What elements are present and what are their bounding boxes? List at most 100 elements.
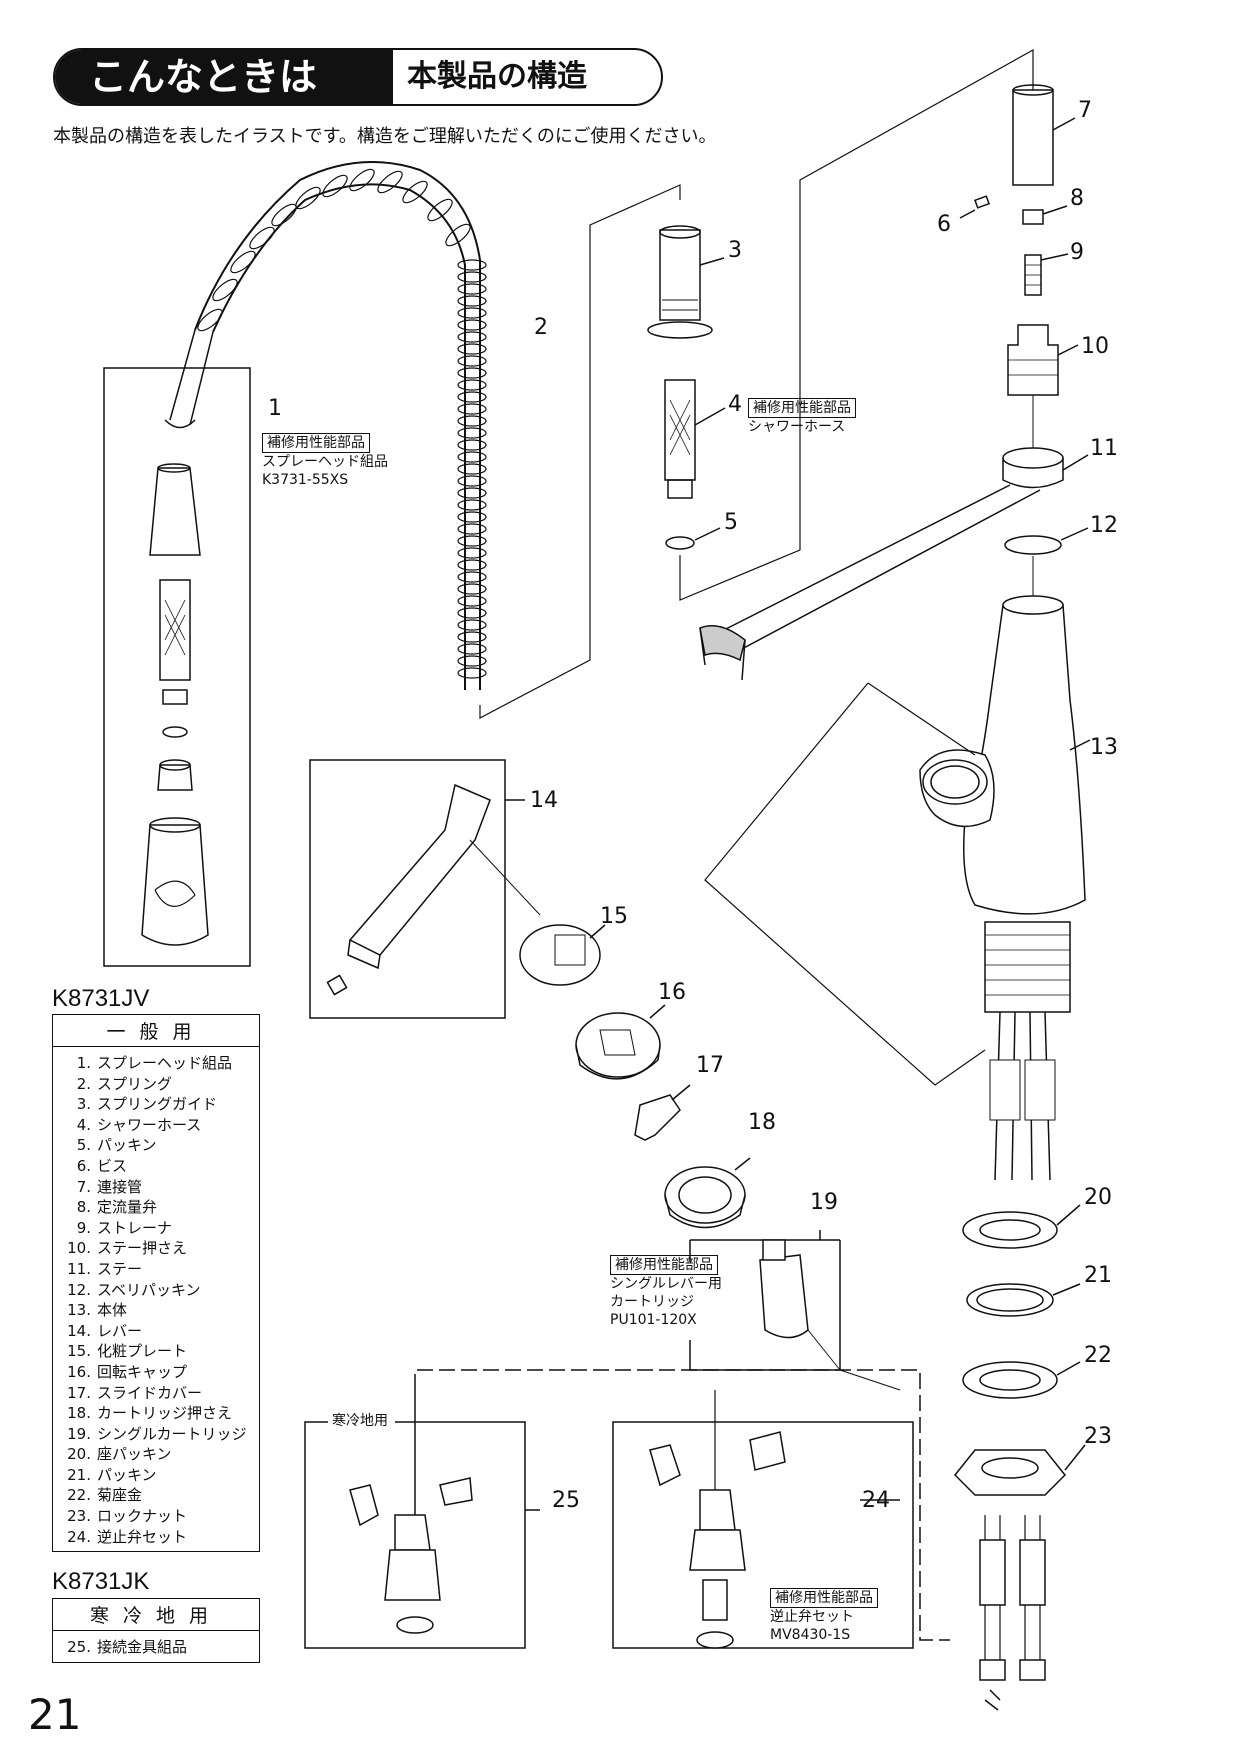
parts-row-number: 20. <box>67 1445 91 1464</box>
rotating-cap <box>575 1012 661 1078</box>
parts-row-number: 17. <box>67 1383 91 1402</box>
lever-screw <box>326 974 348 996</box>
parts-row-label: ステー押さえ <box>97 1239 188 1258</box>
parts-row: 13. 本体 <box>52 1300 260 1321</box>
check-valve-label: 補修用性能部品 逆止弁セット MV8430-1S <box>770 1588 878 1644</box>
shower-hose-segment <box>664 379 696 481</box>
callout-3: 3 <box>728 238 742 263</box>
check-valve-tag: 補修用性能部品 <box>770 1588 878 1608</box>
parts-row: 6. ビス <box>52 1155 260 1177</box>
parts-row-number: 15. <box>67 1342 91 1361</box>
spring-coil <box>194 161 481 690</box>
parts-row-number: 8. <box>76 1198 91 1217</box>
parts-row: 20. 座パッキン <box>52 1444 260 1465</box>
parts-row-label: 接続金具組品 <box>97 1638 188 1656</box>
spray-head-label: 補修用性能部品 スプレーヘッド組品 K3731-55XS <box>262 433 388 489</box>
callout-22: 22 <box>1084 1343 1112 1368</box>
spray-ring <box>162 726 188 738</box>
parts-row-label: ビス <box>97 1156 128 1175</box>
parts-row-label: 座パッキン <box>97 1445 172 1464</box>
callout-12: 12 <box>1090 513 1118 538</box>
parts-row: 9.ストレーナ <box>52 1217 260 1239</box>
parts-row-number: 19. <box>67 1424 91 1443</box>
section-title-banner: こんなときは 本製品の構造 <box>53 48 663 106</box>
parts-row-number: 23. <box>67 1507 91 1526</box>
parts-row: 4.シャワーホース <box>52 1114 260 1136</box>
cartridge-holder <box>664 1166 746 1224</box>
parts-row-number: 25. <box>67 1638 91 1656</box>
parts-row-label: 連接管 <box>97 1177 143 1196</box>
parts-row-label: レバー <box>97 1321 143 1340</box>
faucet-body <box>919 595 1086 1181</box>
parts-row-number: 3. <box>76 1095 91 1114</box>
parts-row: 23. ロックナット <box>52 1506 260 1527</box>
callout-1: 1 <box>268 396 282 421</box>
parts-row-label: 定流量弁 <box>97 1198 158 1217</box>
spring-guide <box>659 229 701 321</box>
parts-row-number: 13. <box>67 1301 91 1320</box>
parts-row: 21.パッキン <box>52 1464 260 1486</box>
spray-tube <box>159 579 191 681</box>
parts-table-jv-header: 一般用 <box>52 1014 260 1047</box>
cartridge-code: PU101-120X <box>610 1312 697 1328</box>
packing-5 <box>665 536 695 550</box>
callout-25: 25 <box>552 1488 580 1513</box>
spray-hose-end <box>169 329 214 426</box>
page-number: 21 <box>28 1690 82 1739</box>
callout-11: 11 <box>1090 436 1118 461</box>
callout-10: 10 <box>1081 334 1109 359</box>
slide-packing <box>1004 535 1062 555</box>
parts-row: 25. 接続金具組品 <box>52 1630 260 1663</box>
stay-end <box>699 625 746 662</box>
parts-row-number: 1. <box>76 1054 91 1072</box>
parts-row-label: 化粧プレート <box>97 1342 188 1361</box>
cartridge-name-2: カートリッジ <box>610 1294 694 1310</box>
parts-row-number: 6. <box>76 1156 91 1175</box>
callout-6: 6 <box>937 212 951 237</box>
spray-head-box <box>103 367 251 967</box>
check-valve-name: 逆止弁セット <box>770 1609 854 1625</box>
cartridge-tag: 補修用性能部品 <box>610 1255 718 1275</box>
callout-19: 19 <box>810 1190 838 1215</box>
parts-row-number: 11. <box>67 1259 91 1278</box>
screw-6 <box>974 195 990 209</box>
parts-row-number: 14. <box>67 1321 91 1340</box>
parts-row-label: 回転キャップ <box>97 1362 188 1381</box>
parts-row-label: 本体 <box>97 1301 128 1320</box>
lever <box>348 783 491 956</box>
cold-region-label: 寒冷地用 <box>328 1412 392 1430</box>
cartridge-name-1: シングルレバー用 <box>610 1276 722 1292</box>
callout-5: 5 <box>724 510 738 535</box>
shower-hose-tag: 補修用性能部品 <box>748 398 856 418</box>
parts-row: 8. 定流量弁 <box>52 1197 260 1218</box>
flow-valve <box>1022 209 1044 225</box>
parts-row-label: 逆止弁セット <box>97 1527 188 1546</box>
spring-rings <box>197 168 487 679</box>
cartridge-label: 補修用性能部品 シングルレバー用 カートリッジ PU101-120X <box>610 1255 722 1329</box>
parts-row-number: 18. <box>67 1404 91 1423</box>
parts-row-number: 7. <box>76 1177 91 1196</box>
section-title-sub: 本製品の構造 <box>407 59 587 94</box>
parts-row-label: スプリング <box>97 1074 173 1093</box>
slide-cover <box>634 1094 681 1141</box>
callout-21: 21 <box>1084 1263 1112 1288</box>
spray-head <box>141 824 209 946</box>
spray-head-tag: 補修用性能部品 <box>262 433 370 453</box>
parts-row: 16.回転キャップ <box>52 1361 260 1383</box>
parts-row-number: 4. <box>76 1115 91 1134</box>
parts-row: 2.スプリング <box>52 1073 260 1095</box>
parts-row: 19.シングルカートリッジ <box>52 1423 260 1445</box>
parts-row: 12.スベリパッキン <box>52 1279 260 1301</box>
stay-ring <box>1002 447 1064 469</box>
callout-24: 24 <box>862 1488 890 1513</box>
parts-row-label: ロックナット <box>97 1507 188 1526</box>
intro-text: 本製品の構造を表したイラストです。構造をご理解いただくのにご使用ください。 <box>53 126 717 147</box>
parts-row-number: 12. <box>67 1280 91 1299</box>
fitting-25 <box>394 1514 431 1551</box>
parts-row: 7. 連接管 <box>52 1176 260 1198</box>
parts-row-label: スライドカバー <box>97 1383 203 1402</box>
parts-row: 5.パッキン <box>52 1135 260 1156</box>
parts-row: 3.スプリングガイド <box>52 1094 260 1115</box>
parts-row: 15. 化粧プレート <box>52 1341 260 1362</box>
